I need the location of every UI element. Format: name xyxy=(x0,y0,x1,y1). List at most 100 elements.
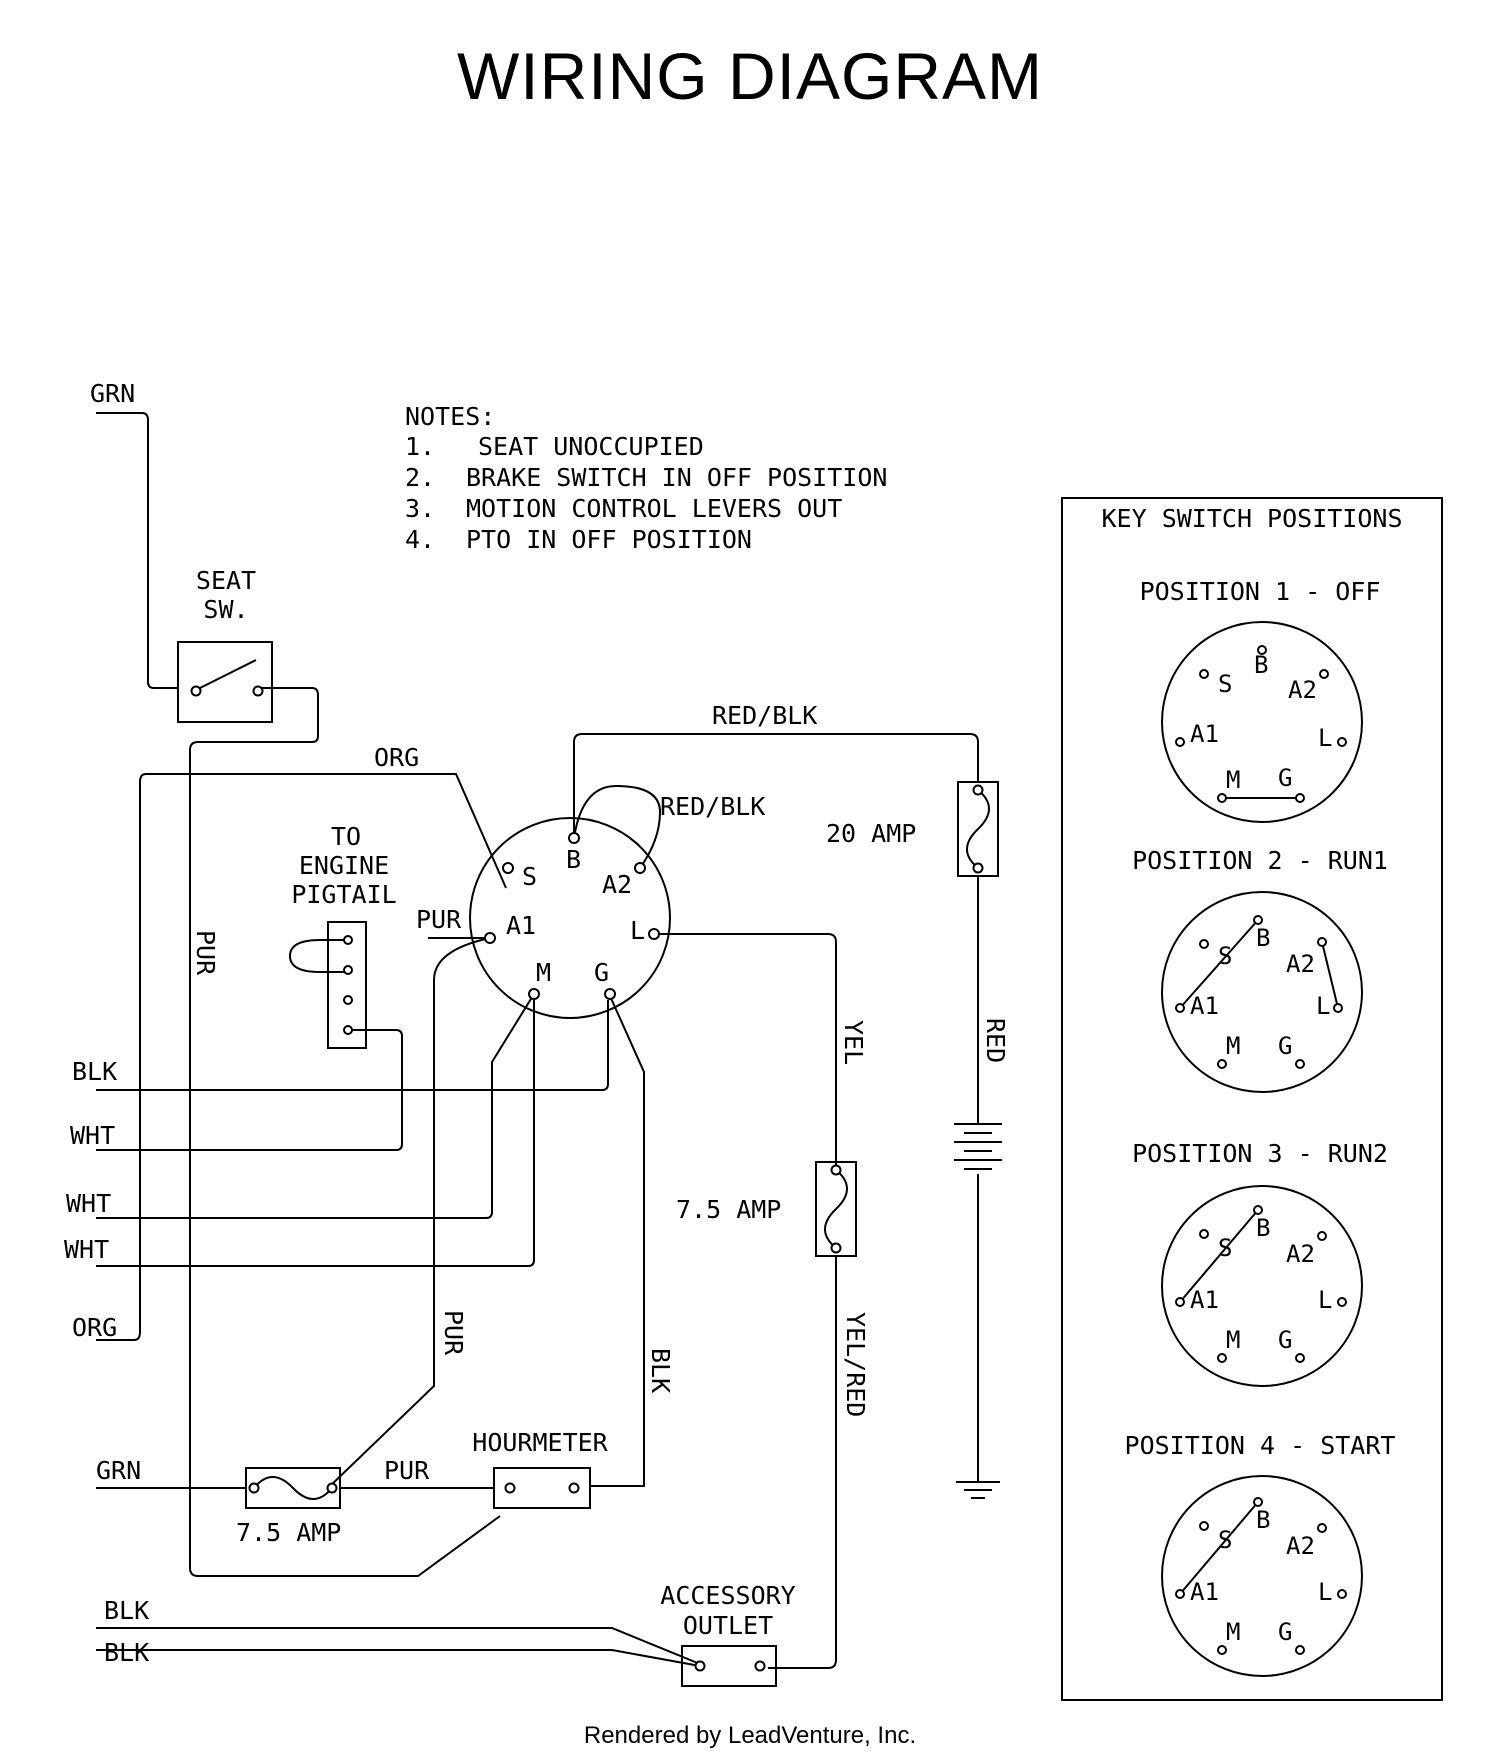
key-switch-position-2: S B A2 A1 L M G xyxy=(1161,891,1363,1093)
contact-a1-b xyxy=(1179,1209,1259,1303)
terminal-label-a1: A1 xyxy=(1190,1286,1219,1314)
terminal-label-a2: A2 xyxy=(602,870,632,899)
wire-label: RED/BLK xyxy=(660,792,765,821)
terminal-label-m: M xyxy=(536,958,551,987)
key-switch-position-3: S B A2 A1 L M G xyxy=(1161,1185,1363,1387)
terminal-dot xyxy=(1217,793,1227,803)
note-text: MOTION CONTROL LEVERS OUT xyxy=(466,494,842,523)
contact-a2-l xyxy=(1321,941,1339,1009)
pigtail-label: ENGINE xyxy=(299,851,389,880)
terminal-label-b: B xyxy=(1254,651,1268,679)
terminal-label-a2: A2 xyxy=(1286,950,1315,978)
pin-dot xyxy=(343,965,353,975)
fuse-grn: 7.5 AMP xyxy=(236,1467,341,1547)
terminal-dot xyxy=(1337,1589,1347,1599)
terminal-label-m: M xyxy=(1226,766,1240,794)
terminal-dot xyxy=(1199,669,1209,679)
wire-wht-1 xyxy=(96,1029,403,1151)
terminal-dot xyxy=(502,862,514,874)
wire-pur-a1 xyxy=(327,937,491,1489)
switch-face xyxy=(1161,891,1363,1093)
terminal-label-s: S xyxy=(1218,1234,1232,1262)
terminal-dot xyxy=(754,1660,766,1672)
notes-heading: NOTES: xyxy=(405,402,495,431)
terminal-dot xyxy=(1295,1645,1305,1655)
terminal-dot xyxy=(1257,645,1267,655)
notes: NOTES: 1. SEAT UNOCCUPIED 2. BRAKE SWITC… xyxy=(405,402,887,554)
terminal-label-s: S xyxy=(1218,942,1232,970)
terminal-label-l: L xyxy=(630,916,645,945)
note-number: 1. xyxy=(405,432,435,461)
terminal-label-s: S xyxy=(522,862,537,891)
hourmeter-box xyxy=(493,1467,591,1509)
terminal-dot xyxy=(972,862,984,874)
fuse-20-amp: 20 AMP xyxy=(826,781,999,877)
wire-label: PUR xyxy=(384,1456,430,1485)
terminal-label-a1: A1 xyxy=(1190,992,1219,1020)
seat-switch-box xyxy=(177,641,273,723)
terminal-dot xyxy=(648,928,660,940)
fuse-label: 7.5 AMP xyxy=(236,1518,341,1547)
terminal-label-a2: A2 xyxy=(1288,676,1317,704)
terminal-dot xyxy=(1175,1003,1185,1013)
terminal-dot xyxy=(1295,1353,1305,1363)
terminal-label-g: G xyxy=(1278,1618,1292,1646)
terminal-dot xyxy=(504,1482,516,1494)
wire-grn-top xyxy=(96,412,178,689)
wire-wht-3 xyxy=(96,996,535,1267)
wire-blk xyxy=(96,1000,609,1091)
terminal-dot xyxy=(1175,737,1185,747)
wire-label: PUR xyxy=(416,905,462,934)
wire-blk-out-2 xyxy=(96,1649,701,1667)
wire-label: WHT xyxy=(70,1121,115,1150)
note-number: 4. xyxy=(405,525,435,554)
outlet-label: OUTLET xyxy=(683,1611,773,1640)
terminal-label-g: G xyxy=(1278,764,1292,792)
footer-credit: Rendered by LeadVenture, Inc. xyxy=(583,1722,917,1749)
terminal-label-g: G xyxy=(594,958,609,987)
terminal-dot xyxy=(830,1242,842,1254)
key-switch-positions-panel: KEY SWITCH POSITIONS POSITION 1 - OFF S … xyxy=(1061,497,1443,1701)
key-switch-position-4: S B A2 A1 L M G xyxy=(1161,1475,1363,1677)
terminal-label-a1: A1 xyxy=(1190,720,1219,748)
terminal-label-b: B xyxy=(1256,924,1270,952)
terminal-dot xyxy=(1317,1231,1327,1241)
terminal-dot xyxy=(1217,1645,1227,1655)
pigtail-label: TO xyxy=(331,822,361,851)
terminal-dot xyxy=(568,1482,580,1494)
wire-blk-out-1 xyxy=(96,1627,701,1665)
seat-switch: SEAT SW. xyxy=(177,566,273,723)
fuse-box xyxy=(815,1161,857,1257)
note-number: 3. xyxy=(405,494,435,523)
terminal-dot xyxy=(1317,937,1327,947)
pigtail-label: PIGTAIL xyxy=(291,880,396,909)
accessory-outlet: ACCESSORY OUTLET xyxy=(660,1581,796,1687)
terminal-dot xyxy=(634,862,646,874)
switch-face xyxy=(1161,1475,1363,1677)
terminal-dot xyxy=(568,832,580,844)
hourmeter: HOURMETER xyxy=(472,1428,609,1509)
terminal-dot xyxy=(326,1482,338,1494)
terminal-dot xyxy=(528,988,540,1000)
terminal-label-l: L xyxy=(1318,1286,1332,1314)
outlet-box xyxy=(681,1645,777,1687)
terminal-dot xyxy=(972,784,984,796)
terminal-dot xyxy=(190,685,202,697)
wire-label: ORG xyxy=(72,1313,117,1342)
terminal-dot xyxy=(1253,915,1263,925)
pin-dot xyxy=(343,995,353,1005)
terminal-label-b: B xyxy=(1256,1506,1270,1534)
panel-frame xyxy=(1061,497,1443,1701)
terminal-dot xyxy=(1337,737,1347,747)
note-number: 2. xyxy=(405,463,435,492)
fuse-element xyxy=(253,1476,333,1500)
terminal-dot xyxy=(1253,1205,1263,1215)
note-text: PTO IN OFF POSITION xyxy=(466,525,752,554)
position-label: POSITION 2 - RUN1 xyxy=(1132,846,1388,875)
wire-label: BLK xyxy=(72,1057,117,1086)
terminal-dot xyxy=(1295,793,1305,803)
page-title: WIRING DIAGRAM xyxy=(457,39,1043,113)
seat-switch-label: SEAT xyxy=(196,566,256,595)
wire-l-yel xyxy=(654,933,837,1170)
